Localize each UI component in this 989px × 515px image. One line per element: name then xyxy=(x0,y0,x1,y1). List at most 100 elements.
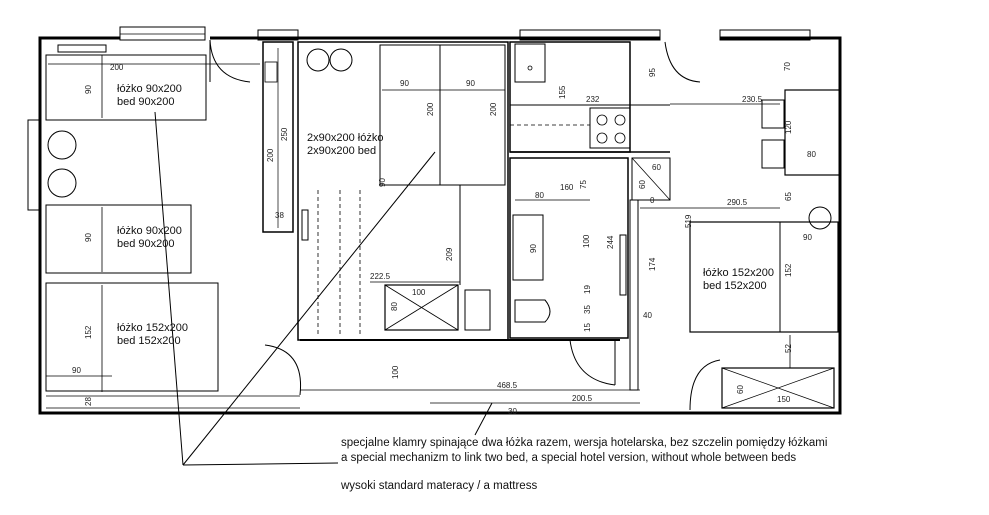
lamp xyxy=(808,206,832,230)
window xyxy=(257,29,299,41)
lamp xyxy=(329,48,353,72)
partition xyxy=(629,199,639,391)
leader-line xyxy=(154,111,184,466)
bed-label-5: łóżko 152x200 bed 152x200 xyxy=(703,267,774,293)
handle xyxy=(619,234,627,296)
dimension-label: 65 xyxy=(784,192,793,201)
dimension-label: 19 xyxy=(583,285,592,294)
dimension-label: 80 xyxy=(535,191,544,200)
dimension-label: 200 xyxy=(266,148,275,162)
bed-label-3: łóżko 152x200 bed 152x200 xyxy=(117,322,188,348)
dimension-label: 80 xyxy=(390,302,399,311)
bed-label-pl: 2x90x200 łóżko xyxy=(307,132,384,144)
leader-line xyxy=(474,402,493,436)
door-swing xyxy=(664,41,701,83)
bed-frame xyxy=(689,221,839,333)
dimension-label: 60 xyxy=(652,163,661,172)
dimension-label: 60 xyxy=(736,385,745,394)
note-line-en: a special mechanizm to link two bed, a s… xyxy=(341,452,797,464)
dimension-label: 90 xyxy=(84,85,93,94)
wardrobe xyxy=(262,41,294,233)
lamp xyxy=(306,48,330,72)
burner xyxy=(596,114,608,126)
fridge-diagonal xyxy=(631,157,671,201)
dimension-label: 95 xyxy=(648,68,657,77)
note-mattress: wysoki standard materacy / a mattress xyxy=(341,480,538,492)
burner xyxy=(614,132,626,144)
dimension-label: 244 xyxy=(606,235,615,249)
dimension-label: 90 xyxy=(72,366,81,375)
dimension-label: 152 xyxy=(84,325,93,339)
dimension-label: 200 xyxy=(110,63,124,72)
dimension-label: 70 xyxy=(783,62,792,71)
dimension-label: 290.5 xyxy=(727,198,748,207)
dimension-label: 40 xyxy=(643,311,652,320)
shower xyxy=(384,284,459,331)
shower-diagonal xyxy=(384,284,459,331)
dimension-label: 200 xyxy=(426,102,435,116)
lamp xyxy=(47,168,77,198)
dimension-label: 200.5 xyxy=(572,394,593,403)
dimension-label: 90 xyxy=(378,178,387,187)
kitchen-block xyxy=(509,41,631,153)
burner xyxy=(596,132,608,144)
bed-label-en: 2x90x200 bed xyxy=(307,145,377,157)
outer-wall xyxy=(38,36,842,415)
dimension-label: 150 xyxy=(777,395,791,404)
dimension-label: 35 xyxy=(583,305,592,314)
dimension-label: 222.5 xyxy=(370,272,391,281)
dimension-label: 100 xyxy=(412,288,426,297)
bed-label-en: bed 152x200 xyxy=(117,335,181,347)
bed-label-en: bed 90x200 xyxy=(117,238,175,250)
dimension-label: 80 xyxy=(807,150,816,159)
dimension-label: 209 xyxy=(445,247,454,261)
door-swing xyxy=(689,359,721,411)
dimension-label: 75 xyxy=(579,180,588,189)
sink xyxy=(514,43,546,83)
bed-frame xyxy=(379,44,506,186)
shoe-cabinet xyxy=(721,367,835,409)
dimension-label: 100 xyxy=(391,365,400,379)
dimension-label: 28 xyxy=(84,397,93,406)
bed-frame xyxy=(45,54,207,121)
door-swing xyxy=(569,339,616,386)
dimension-label: 90 xyxy=(529,244,538,253)
dimension-label: 160 xyxy=(560,183,574,192)
leader-line xyxy=(182,151,436,466)
leader-line xyxy=(182,462,339,466)
bed-label-pl: łóżko 152x200 xyxy=(117,322,188,334)
door-swing xyxy=(264,344,302,396)
dimension-label: 232 xyxy=(586,95,600,104)
dimension-label: 250 xyxy=(280,127,289,141)
bed-label-en: bed 90x200 xyxy=(117,96,175,108)
toilet-bowl xyxy=(514,299,551,323)
chair xyxy=(761,139,785,169)
dimension-label: 519 xyxy=(684,214,693,228)
toilet xyxy=(464,289,491,331)
window xyxy=(519,29,661,41)
note-line-pl: specjalne klamry spinające dwa łóżka raz… xyxy=(341,437,828,449)
bed-label-1: łóżko 90x200 bed 90x200 xyxy=(117,83,182,109)
bed-label-pl: łóżko 152x200 xyxy=(703,267,774,279)
cabinet-diagonal xyxy=(721,367,835,409)
dimension-label: 90 xyxy=(400,79,409,88)
burner xyxy=(614,114,626,126)
cooktop xyxy=(589,107,631,149)
dimension-label: 230.5 xyxy=(742,95,763,104)
dimension-label: 52 xyxy=(784,344,793,353)
dimension-label: 15 xyxy=(583,323,592,332)
chair xyxy=(761,99,785,129)
dimension-label: 30 xyxy=(508,407,517,416)
dimension-label: 120 xyxy=(784,120,793,134)
bed-label-pl: łóżko 90x200 xyxy=(117,225,182,237)
table xyxy=(784,89,841,176)
dimension-label: 90 xyxy=(466,79,475,88)
bathroom xyxy=(509,157,629,339)
window xyxy=(119,26,206,41)
bed-label-pl: łóżko 90x200 xyxy=(117,83,182,95)
dimension-label: 90 xyxy=(84,233,93,242)
dimension-label: 200 xyxy=(489,102,498,116)
door-swing xyxy=(209,39,251,83)
dimension-label: 152 xyxy=(784,263,793,277)
